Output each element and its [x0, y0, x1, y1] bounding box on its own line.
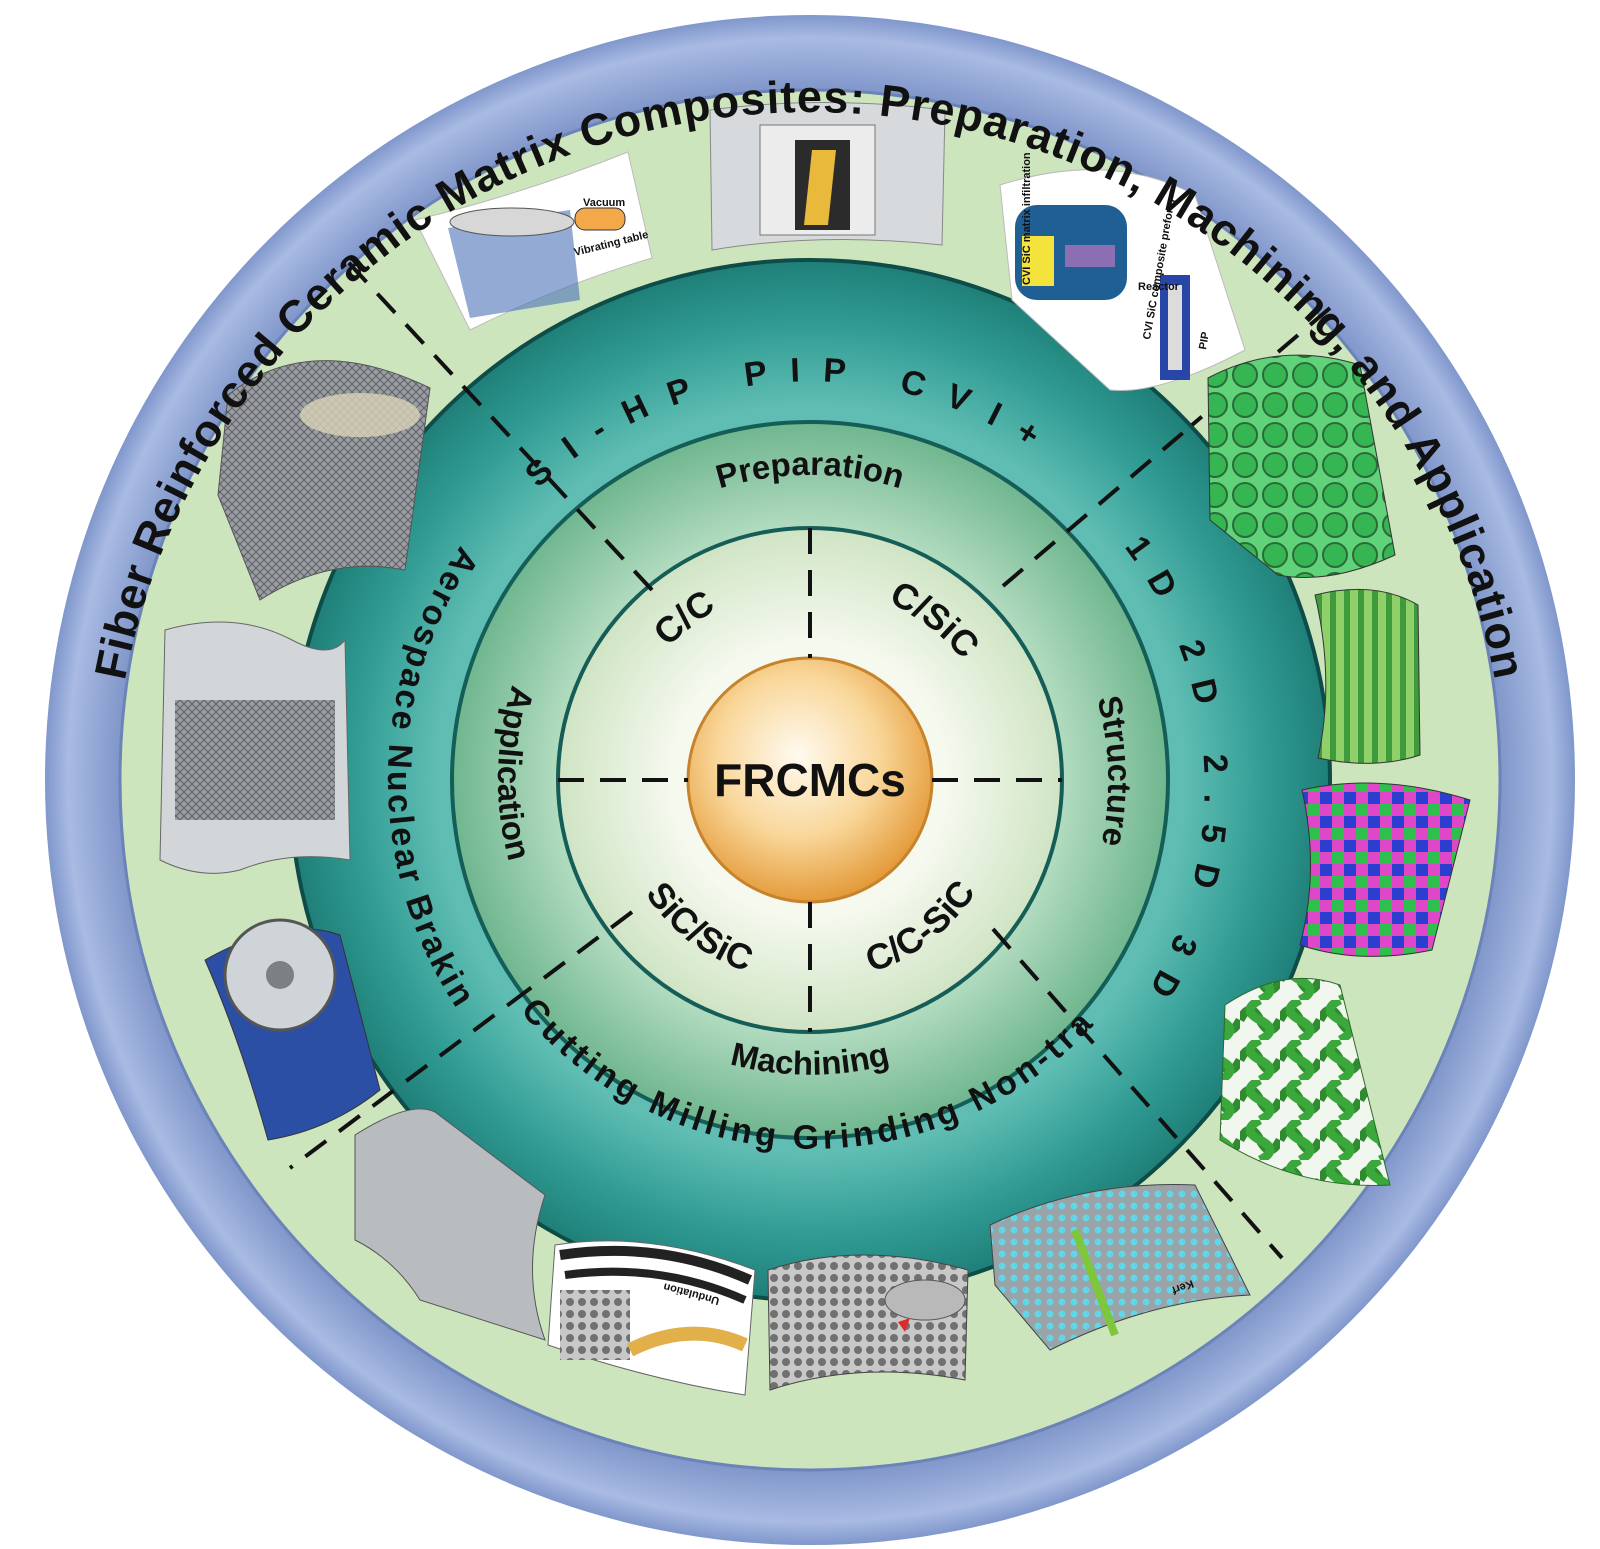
furnace-image: [709, 102, 946, 251]
1d-structure-image: [1207, 354, 1396, 578]
undulation-image: Undulation: [547, 1240, 756, 1396]
braking-image: [204, 918, 381, 1141]
3d-structure-image: [1219, 977, 1391, 1186]
aerospace-image: [217, 360, 431, 601]
vacuum-vessel-image: Vacuum Vibrating table: [414, 151, 653, 331]
nuclear-image: [159, 621, 351, 874]
kerf-image: Kerf: [989, 1184, 1251, 1351]
reactor-label: Reactor: [1138, 281, 1180, 293]
2d-structure-image: [1314, 588, 1421, 764]
image-tiles: Vacuum Vibrating table CVI SiC matrix in…: [159, 102, 1471, 1396]
method-pip: PIP: [742, 351, 847, 394]
cvi-matrix-label: CVI SiC matrix infiltration: [1021, 152, 1033, 285]
25d-structure-image: [1299, 782, 1471, 957]
cutting-image: [354, 1108, 546, 1341]
cvi-reactor-image: CVI SiC matrix infiltration Reactor CVI …: [999, 152, 1246, 391]
center-label: FRCMCs: [714, 754, 906, 806]
milling-image: [767, 1254, 969, 1391]
vacuum-label: Vacuum: [583, 197, 625, 209]
pip-label: PIP: [1197, 331, 1212, 351]
